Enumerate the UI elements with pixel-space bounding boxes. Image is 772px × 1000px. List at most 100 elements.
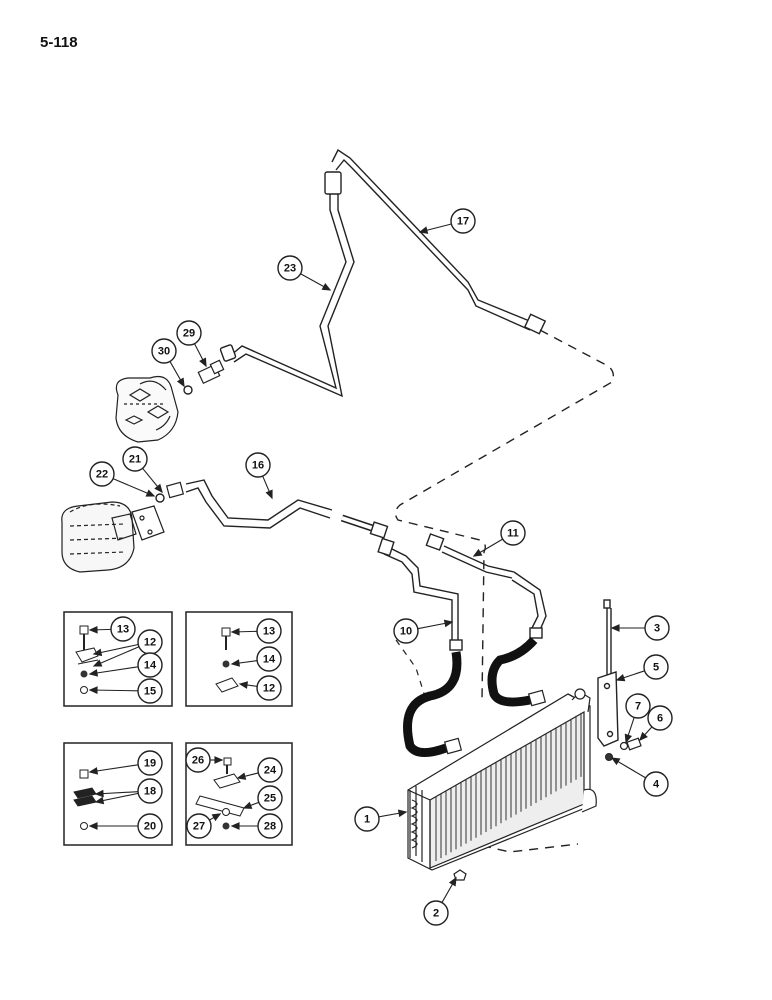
leader-arrowhead [615, 673, 626, 682]
leader-arrowhead [236, 772, 247, 780]
leader-lines [88, 223, 653, 903]
callout-number: 10 [400, 626, 412, 638]
leader-arrowhead [230, 659, 240, 667]
leader-arrowhead [610, 624, 620, 632]
callout-number: 22 [96, 469, 108, 481]
leader-arrowhead [92, 659, 103, 667]
callout-1: 1 [354, 806, 380, 832]
callout-number: 19 [144, 758, 156, 770]
callout-number: 24 [264, 765, 277, 777]
callout-circle [644, 615, 670, 641]
callout-circle [137, 778, 163, 804]
leader-arrowhead [397, 809, 408, 818]
callout-number: 16 [252, 460, 264, 472]
callout-circle [151, 338, 177, 364]
callout-circle [176, 320, 202, 346]
callout-number: 13 [263, 626, 275, 638]
callout-circle [354, 806, 380, 832]
callout-number: 18 [144, 786, 156, 798]
callout-number: 26 [192, 755, 204, 767]
callout-labels: 1234567101116172122232930131214151314121… [89, 208, 673, 926]
steel-line-16 [185, 479, 389, 539]
o-ring-30 [183, 385, 193, 395]
callout-number: 17 [457, 216, 469, 228]
callout-21: 21 [122, 446, 148, 472]
callout-circle [643, 771, 669, 797]
leader-arrowhead [238, 681, 249, 689]
callout-circle [186, 813, 212, 839]
hose-right [487, 636, 538, 707]
callout-18: 18 [137, 778, 163, 804]
leader-arrowhead [624, 733, 633, 744]
callout-number: 30 [158, 346, 170, 358]
callout-circle [450, 208, 476, 234]
leader-arrowhead [94, 789, 104, 798]
callout-circle [256, 675, 282, 701]
callout-14: 14 [137, 652, 163, 678]
steel-line-23 [219, 171, 355, 398]
callout-number: 14 [144, 660, 157, 672]
leader-arrowhead [321, 283, 332, 291]
callout-number: 12 [263, 683, 275, 695]
leader-arrowhead [443, 619, 454, 628]
page-number: 5-118 [40, 34, 78, 51]
callout-circle [245, 452, 271, 478]
hose-left-fitting [443, 737, 463, 755]
callout-14: 14 [256, 646, 282, 672]
leader-arrowhead [154, 483, 163, 494]
fitting-29 [197, 359, 225, 385]
leader-arrowhead [214, 756, 224, 764]
callout-circle [137, 813, 163, 839]
leader-arrowhead [242, 801, 253, 809]
callout-30: 30 [151, 338, 177, 364]
callout-number: 1 [364, 814, 370, 826]
callout-5: 5 [643, 654, 669, 680]
callout-3: 3 [644, 615, 670, 641]
support-rod-3 [603, 599, 612, 676]
dashed-route-line-2 [395, 639, 427, 701]
callout-circle [185, 747, 211, 773]
tube-11 [425, 533, 547, 639]
leader-arrowhead [230, 627, 240, 636]
callout-number: 23 [284, 263, 296, 275]
callout-number: 3 [654, 623, 660, 635]
leader-line [89, 666, 139, 675]
callout-24: 24 [257, 757, 283, 783]
leader-arrowhead [176, 377, 185, 388]
hose-left [403, 651, 462, 757]
callout-circle [647, 705, 673, 731]
washer-7 [619, 741, 629, 751]
callout-circle [257, 757, 283, 783]
leader-arrowhead [448, 876, 457, 887]
leader-arrowhead [92, 648, 103, 657]
callout-number: 6 [657, 713, 663, 725]
callout-circle [256, 618, 282, 644]
leader-arrowhead [211, 813, 222, 822]
callout-27: 27 [186, 813, 212, 839]
callout-number: 21 [129, 454, 141, 466]
callout-15: 15 [137, 678, 163, 704]
leader-arrowhead [472, 548, 483, 557]
callout-number: 11 [507, 528, 519, 540]
leader-arrowhead [94, 796, 105, 805]
callout-20: 20 [137, 813, 163, 839]
nut-4 [605, 753, 613, 761]
callout-13: 13 [256, 618, 282, 644]
callout-number: 7 [635, 701, 641, 713]
callout-number: 12 [144, 637, 156, 649]
callout-circle [89, 461, 115, 487]
callout-circle [257, 813, 283, 839]
hydraulic-pump-lower [61, 501, 165, 573]
leader-arrowhead [610, 757, 621, 766]
callout-25: 25 [257, 785, 283, 811]
callout-12: 12 [256, 675, 282, 701]
callout-19: 19 [137, 750, 163, 776]
callout-number: 25 [264, 793, 276, 805]
callout-number: 28 [264, 821, 276, 833]
leader-arrowhead [88, 822, 98, 830]
callout-29: 29 [176, 320, 202, 346]
o-ring-22 [155, 493, 165, 503]
oil-cooler-core [407, 688, 597, 871]
